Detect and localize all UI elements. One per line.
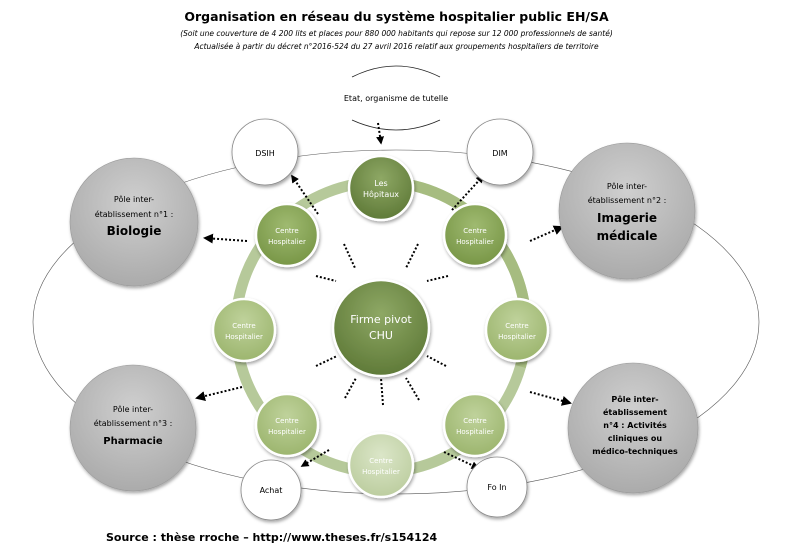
achat-label: Achat	[260, 486, 283, 495]
center-node-chu: Firme pivot CHU	[331, 278, 431, 378]
ring-node-circle	[254, 392, 320, 458]
ring-node-label-1: Centre	[463, 227, 486, 235]
svg-text:cliniques ou: cliniques ou	[608, 434, 663, 443]
svg-text:Pôle inter-: Pôle inter-	[611, 394, 658, 404]
foin-label: Fo In	[487, 483, 506, 492]
tutelle-arc-bottom	[351, 119, 441, 131]
pole-1-biologie: Pôle inter- établissement n°1 : Biologie	[69, 157, 199, 287]
svg-text:CHU: CHU	[369, 329, 393, 342]
ring-node-label-2: Hospitalier	[362, 468, 400, 476]
ring-node-label-1: Centre	[505, 322, 528, 330]
ring-node-circle	[347, 154, 415, 222]
small-node-dsih: DSIH	[231, 118, 299, 186]
ring-node-label-1: Centre	[275, 227, 298, 235]
ring-node-label-1: Les	[374, 179, 387, 188]
svg-text:Pôle inter-: Pôle inter-	[607, 181, 647, 191]
subtitle: (Soit une couverture de 4 200 lits et pl…	[180, 29, 613, 38]
ring-node-circle	[211, 297, 277, 363]
connectors	[195, 122, 572, 469]
ring-node-label-2: Hospitalier	[456, 428, 494, 436]
svg-text:établissement n°1 :: établissement n°1 :	[95, 209, 174, 219]
svg-text:Pôle inter-: Pôle inter-	[114, 194, 154, 204]
svg-text:médico-techniques: médico-techniques	[592, 446, 678, 456]
svg-text:médicale: médicale	[597, 229, 658, 243]
ring-node-label-2: Hospitalier	[498, 333, 536, 341]
svg-text:Pharmacie: Pharmacie	[103, 436, 163, 447]
ring-node-label-2: Hospitalier	[456, 238, 494, 246]
ring-node-label-1: Centre	[232, 322, 255, 330]
ring-node-label-1: Centre	[463, 417, 486, 425]
svg-text:n°4 : Activités: n°4 : Activités	[603, 420, 667, 430]
pole-4-activites: Pôle inter- établissement n°4 : Activité…	[567, 362, 699, 494]
svg-text:Biologie: Biologie	[107, 224, 162, 238]
source-citation: Source : thèse rroche – http://www.these…	[106, 531, 438, 544]
tutelle-arc-top	[351, 65, 441, 78]
svg-text:établissement n°3 :: établissement n°3 :	[94, 418, 173, 428]
svg-text:Firme pivot: Firme pivot	[350, 313, 412, 326]
ring-node-circle	[347, 431, 415, 499]
dsih-label: DSIH	[255, 149, 275, 158]
page-title: Organisation en réseau du système hospit…	[184, 9, 609, 24]
ring-node-label-2: Hospitalier	[225, 333, 263, 341]
pole-2-imagerie: Pôle inter- établissement n°2 : Imagerie…	[558, 142, 696, 280]
ring-node-label-2: Hospitalier	[268, 428, 306, 436]
ring-node-label-2: Hôpitaux	[363, 189, 399, 199]
tutelle-label: Etat, organisme de tutelle	[344, 94, 448, 103]
dim-label: DIM	[492, 149, 508, 158]
ring-node-label-2: Hospitalier	[268, 238, 306, 246]
ring-node-circle	[484, 297, 550, 363]
ring-node-label-1: Centre	[275, 417, 298, 425]
svg-text:Imagerie: Imagerie	[597, 211, 657, 225]
ring-node-circle	[442, 392, 508, 458]
small-node-dim: DIM	[466, 118, 534, 186]
ring-node-label-1: Centre	[369, 457, 392, 465]
ring-nodes: LesHôpitauxCentreHospitalierCentreHospit…	[211, 154, 550, 499]
ring-node-circle	[442, 202, 508, 268]
svg-text:Pôle inter-: Pôle inter-	[113, 404, 153, 414]
small-node-foin: Fo In	[466, 456, 528, 518]
pole-3-pharmacie: Pôle inter- établissement n°3 : Pharmaci…	[69, 364, 197, 492]
ring-node-circle	[254, 202, 320, 268]
small-node-achat: Achat	[240, 459, 302, 521]
svg-text:établissement n°2 :: établissement n°2 :	[588, 195, 667, 205]
subtitle-decree: Actualisée à partir du décret n°2016-524…	[194, 42, 599, 51]
svg-text:établissement: établissement	[603, 407, 667, 417]
